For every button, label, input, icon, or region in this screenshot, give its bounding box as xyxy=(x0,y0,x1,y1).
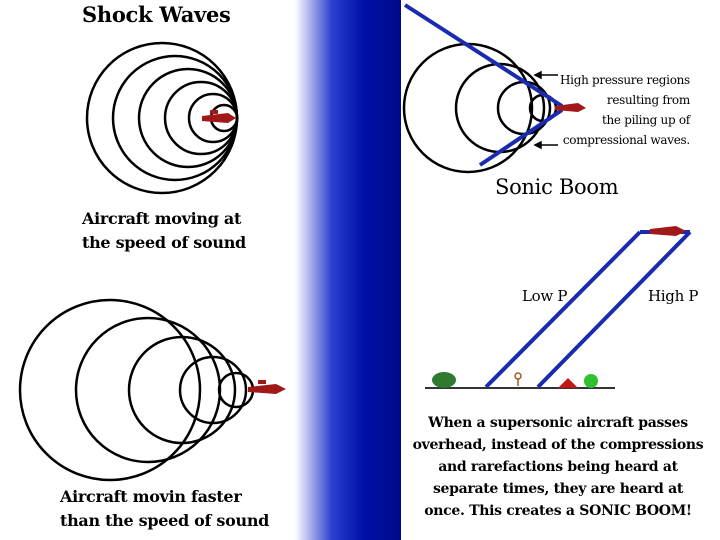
description-line: When a supersonic aircraft passes xyxy=(408,412,708,434)
wavefront-circles-cone xyxy=(404,44,556,172)
person-icon xyxy=(515,373,521,386)
aircraft-icon xyxy=(650,226,686,236)
high-pressure-label: High P xyxy=(648,287,698,305)
aircraft-icon xyxy=(202,110,236,123)
annotation-line: resulting from xyxy=(560,90,690,110)
annotation-arrows xyxy=(535,72,558,148)
caption-supersonic: Aircraft movin faster than the speed of … xyxy=(60,485,269,533)
shock-waves-title: Shock Waves xyxy=(82,2,231,27)
caption-line: the speed of sound xyxy=(82,231,246,255)
description-line: once. This creates a SONIC BOOM! xyxy=(408,500,708,522)
wavefront-circles-supersonic xyxy=(20,300,253,480)
description-line: and rarefactions being heard at xyxy=(408,456,708,478)
annotation-line: High pressure regions xyxy=(560,70,690,90)
annotation-line: compressional waves. xyxy=(560,130,690,150)
caption-line: Aircraft movin faster xyxy=(60,485,269,509)
caption-line: Aircraft moving at xyxy=(82,207,246,231)
low-pressure-label: Low P xyxy=(522,287,567,305)
tree-icon xyxy=(432,372,456,388)
tree-icon xyxy=(584,374,598,388)
caption-line: than the speed of sound xyxy=(60,509,269,533)
description-line: overhead, instead of the compressions xyxy=(408,434,708,456)
house-icon xyxy=(558,378,578,388)
sonic-boom-description: When a supersonic aircraft passes overhe… xyxy=(408,412,708,522)
aircraft-icon xyxy=(248,380,286,394)
high-pressure-annotation: High pressure regions resulting from the… xyxy=(560,70,690,150)
sonic-boom-title: Sonic Boom xyxy=(495,175,618,199)
description-line: separate times, they are heard at xyxy=(408,478,708,500)
caption-speed-of-sound: Aircraft moving at the speed of sound xyxy=(82,207,246,255)
sonic-boom-band xyxy=(486,232,690,387)
annotation-line: the piling up of xyxy=(560,110,690,130)
